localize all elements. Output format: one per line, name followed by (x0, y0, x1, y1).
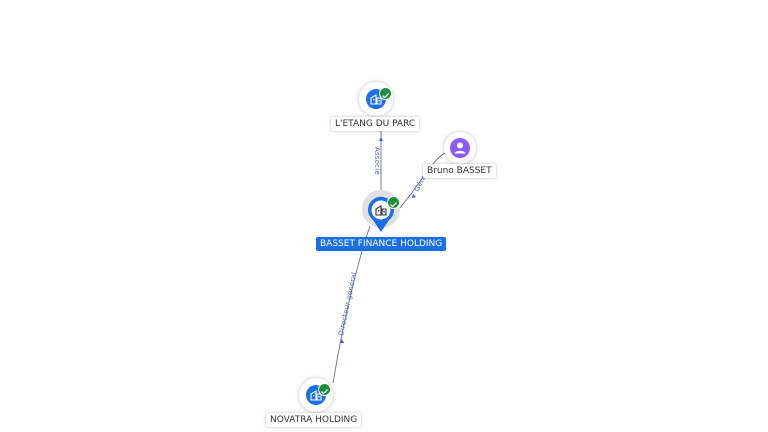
edge-associe-label: Associé (373, 147, 381, 175)
node-basset-label[interactable]: BASSET FINANCE HOLDING (316, 237, 447, 251)
node-bruno-circle (450, 138, 470, 158)
verified-check-icon (379, 87, 392, 100)
building-icon (375, 205, 387, 216)
person-icon (454, 142, 466, 154)
verified-check-icon (387, 196, 400, 209)
edge-gerant-arrow (412, 194, 416, 198)
node-letang-label[interactable]: L'ETANG DU PARC (331, 117, 420, 131)
node-novatra-label[interactable]: NOVATRA HOLDING (266, 413, 362, 427)
verified-check-icon (318, 383, 331, 396)
edge-directeur-label: Directeur général (337, 271, 358, 336)
edge-associe-arrow (379, 137, 383, 141)
edge-directeur-arrow (340, 339, 344, 343)
node-bruno-label[interactable]: Bruno BASSET (423, 164, 496, 178)
